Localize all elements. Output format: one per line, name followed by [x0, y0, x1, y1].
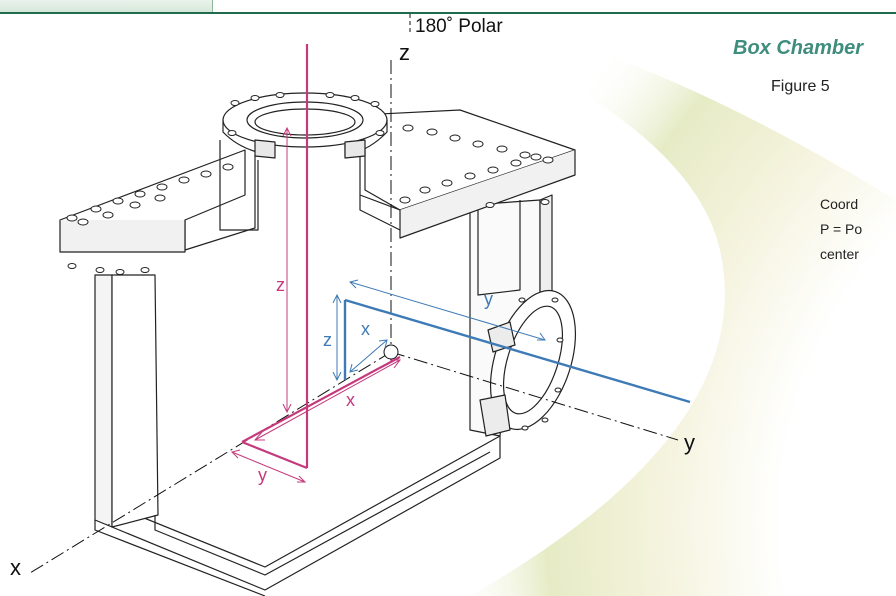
blue-arrows [332, 279, 546, 382]
top-port-neck [219, 140, 259, 231]
magenta-x-line [241, 356, 401, 443]
blue-y-label: y [484, 289, 493, 309]
magenta-x-label: x [346, 390, 355, 410]
magenta-y-label: y [258, 465, 267, 485]
top-bar-line [0, 12, 896, 14]
blue-y-line [344, 298, 691, 404]
x-axis-line [29, 351, 392, 574]
magenta-y-line [241, 440, 308, 470]
note-line-2: P = Po [820, 221, 863, 237]
magenta-z-label: z [276, 275, 285, 295]
blue-z-label: z [323, 330, 332, 350]
blue-dimensions [343, 298, 691, 404]
top-bar-tab [0, 0, 213, 12]
y-axis-line [390, 351, 679, 441]
note-line-1: Coord [820, 196, 859, 212]
origin-point [383, 344, 399, 360]
main-axes [29, 14, 679, 574]
polar-label: 180˚ Polar [415, 16, 503, 37]
z-axis-label: z [399, 40, 410, 65]
flange-bolts [66, 92, 564, 431]
page-title: Box Chamber [733, 37, 864, 59]
magenta-dimensions [241, 44, 401, 470]
top-bar [0, 0, 896, 14]
magenta-arrows [231, 126, 401, 483]
figure-label: Figure 5 [771, 78, 830, 95]
chamber-body [59, 92, 577, 596]
x-axis-label: x [10, 555, 21, 580]
y-axis-label: y [684, 430, 695, 455]
blue-x-label: x [361, 319, 370, 339]
background-swoosh [420, 14, 896, 596]
left-wall [94, 274, 113, 528]
note-line-3: center [820, 246, 859, 262]
